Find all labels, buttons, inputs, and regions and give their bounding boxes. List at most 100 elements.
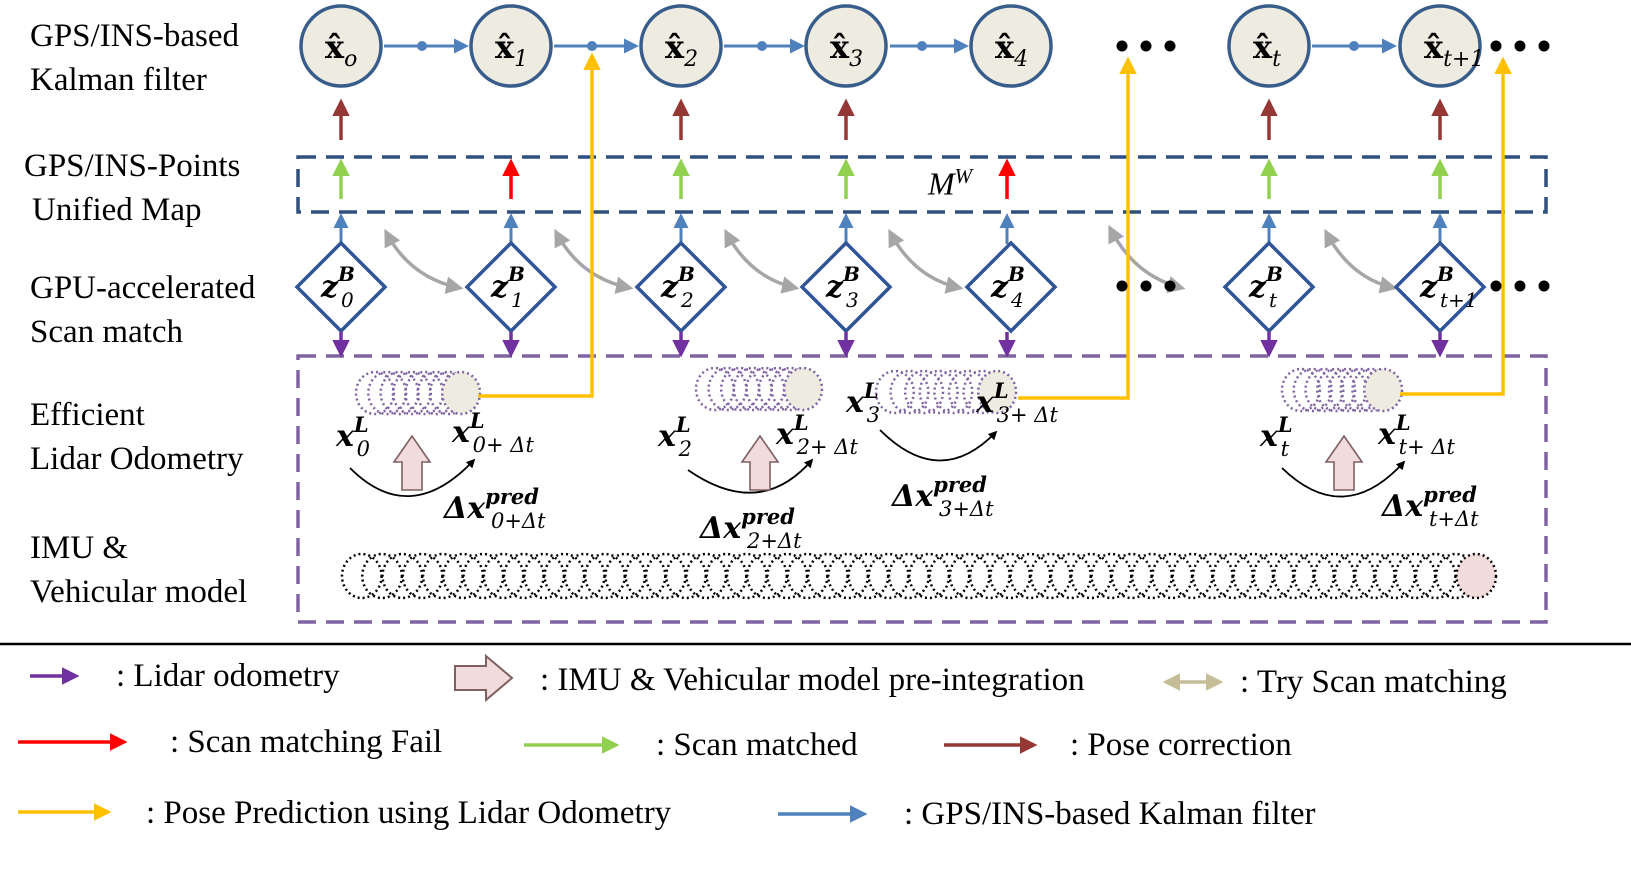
state-node: x̂t [1227, 4, 1311, 88]
scan-node-sub: 1 [511, 288, 524, 312]
legend-pose-prediction-text: : Pose Prediction using Lidar Odometry [146, 795, 672, 831]
pose-prediction-arrow [1400, 56, 1512, 396]
state-node-label: x̂t+1 [1424, 28, 1484, 72]
row-label-imu: IMU & Vehicular model [30, 526, 247, 614]
scan-node-sub: t [1269, 288, 1278, 312]
scan-node-base: z [1419, 270, 1438, 305]
pose-prediction-arrow [1018, 56, 1137, 400]
legend-scan-fail-text: : Scan matching Fail [170, 724, 443, 760]
row-label-kalman: GPS/INS-based Kalman filter [30, 14, 239, 102]
odometry-math-sup: pred [1423, 482, 1477, 507]
state-node-label: x̂4 [995, 28, 1028, 72]
legend-kalman-text: : GPS/INS-based Kalman filter [904, 796, 1316, 832]
odometry-math-sup: L [353, 412, 369, 437]
odometry-math-sup: L [675, 412, 691, 437]
odometry-math-sub: 3 [867, 403, 880, 427]
state-node-sub: o [344, 47, 357, 72]
odometry-math-sub: 2+ Δt [796, 435, 859, 459]
odometry-math-base: x [335, 419, 355, 454]
lidar-scan-stack [354, 370, 482, 416]
state-node-sub: t+1 [1443, 47, 1484, 72]
odometry-math-base: x [845, 385, 865, 420]
odometry-math-sup: L [793, 410, 809, 435]
odometry-delta-arc [687, 458, 814, 494]
state-node-base: x̂ [1424, 28, 1444, 66]
scan-node-sup: B [1265, 262, 1283, 286]
odometry-math-sup: pred [741, 504, 795, 529]
odometry-math-sub: 0 [357, 437, 370, 461]
state-node-base: x̂ [1253, 28, 1273, 66]
odometry-math-sub: 2+Δt [746, 529, 802, 553]
odometry-math-sub: 0+ Δt [473, 433, 535, 457]
kalman-dots [417, 41, 1359, 51]
scan-node-sup: B [337, 262, 355, 286]
odometry-delta-arc [879, 429, 998, 462]
scan-node-sub: 3 [846, 288, 859, 312]
state-node-base: x̂ [830, 28, 850, 66]
scan-node-base: z [825, 270, 844, 305]
row-label-imu-line2: Vehicular model [30, 574, 248, 610]
unified-map-label-sup: W [954, 164, 973, 188]
row-label-map-line1: GPS/INS-Points [24, 148, 241, 184]
odometry-region-box [296, 354, 1548, 624]
unified-map-label: MW [928, 164, 972, 203]
odometry-math-sub: 3+Δt [939, 497, 994, 521]
lidar-scan-stack [1280, 367, 1404, 413]
odometry-math-sup: pred [485, 484, 539, 509]
scan-node-base: z [990, 270, 1009, 305]
odometry-delta-arc [349, 458, 476, 498]
row-label-map: GPS/INS-Points Unified Map [24, 144, 240, 232]
legend-pose-correction-text: : Pose correction [1070, 727, 1292, 763]
odometry-math-base: Δx [698, 511, 742, 546]
scan-node-sub: 0 [341, 288, 354, 312]
odometry-math-sup: L [1277, 412, 1293, 437]
state-node: x̂o [299, 4, 383, 88]
odometry-math-base: x [1377, 417, 1397, 452]
state-node-label: x̂1 [495, 28, 528, 72]
odometry-math-base: x [451, 415, 471, 450]
unified-map-box [296, 155, 1548, 214]
odometry-math-sub: 3+ Δt [997, 403, 1059, 427]
try-scan-arrow [554, 228, 634, 294]
legend-lidar-odometry-text: : Lidar odometry [116, 658, 340, 694]
scan-node-sup: B [677, 262, 695, 286]
scan-node-sub: t+1 [1440, 288, 1478, 312]
odometry-math-sub: t+ Δt [1399, 435, 1456, 459]
try-scan-arrow [1108, 224, 1186, 294]
try-scan-arrow [888, 228, 964, 294]
unified-map-label-base: M [928, 165, 955, 202]
try-scan-arrow [384, 228, 464, 294]
state-node: x̂t+1 [1398, 4, 1484, 88]
scan-node-sup: B [1436, 262, 1454, 286]
state-node: x̂3 [804, 4, 888, 88]
imu-vehicular-stack [340, 552, 1498, 600]
scan-node-sub: 4 [1010, 288, 1024, 312]
state-node-base: x̂ [995, 28, 1015, 66]
ellipsis-dots [1116, 40, 1550, 292]
row-label-map-line2: Unified Map [32, 192, 202, 228]
legend-try-scan-text: : Try Scan matching [1240, 664, 1507, 700]
row-label-scan: GPU-accelerated Scan match [30, 266, 255, 354]
row-label-odometry-line1: Efficient [30, 397, 145, 433]
legend-swatches [18, 653, 1224, 823]
scan-node-sup: B [842, 262, 860, 286]
state-node: x̂4 [969, 4, 1053, 88]
odometry-math-base: x [975, 385, 995, 420]
row-label-scan-line2: Scan match [30, 314, 184, 350]
legend-imu-preintegration-swatch [454, 653, 514, 703]
